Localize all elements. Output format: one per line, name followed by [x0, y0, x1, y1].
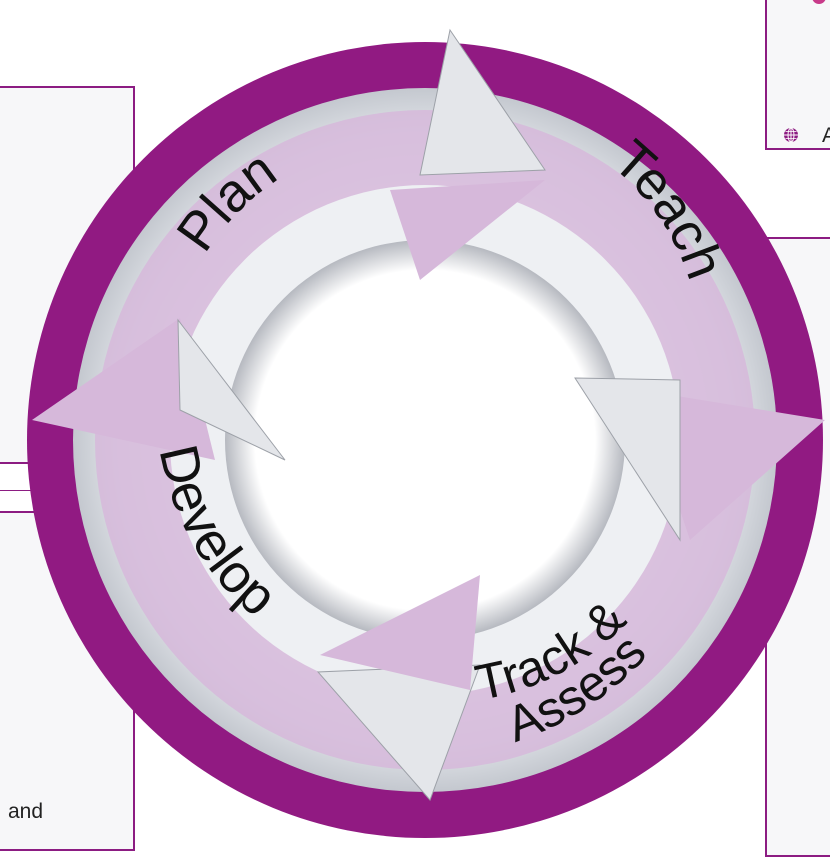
divider: [0, 490, 40, 491]
side-panel-top-right: [765, 0, 830, 150]
inner-arrow-track: [320, 575, 480, 690]
globe-icon: [784, 127, 798, 143]
cycle-center: [225, 240, 625, 640]
inner-arrow-plan: [390, 180, 545, 280]
arrow-head-plan: [419, 28, 546, 176]
bullet-dot: [812, 0, 826, 4]
cycle-diagram: Plan Teach Develop Track & Assess: [27, 28, 825, 838]
body-text-fragment: and: [8, 800, 44, 823]
link-text-fragment[interactable]: A: [822, 124, 830, 147]
inner-arrow-teach: [574, 377, 681, 542]
inner-arrow-develop: [177, 318, 286, 461]
arrow-head-develop: [32, 318, 215, 460]
arrow-head-teach: [640, 390, 825, 540]
